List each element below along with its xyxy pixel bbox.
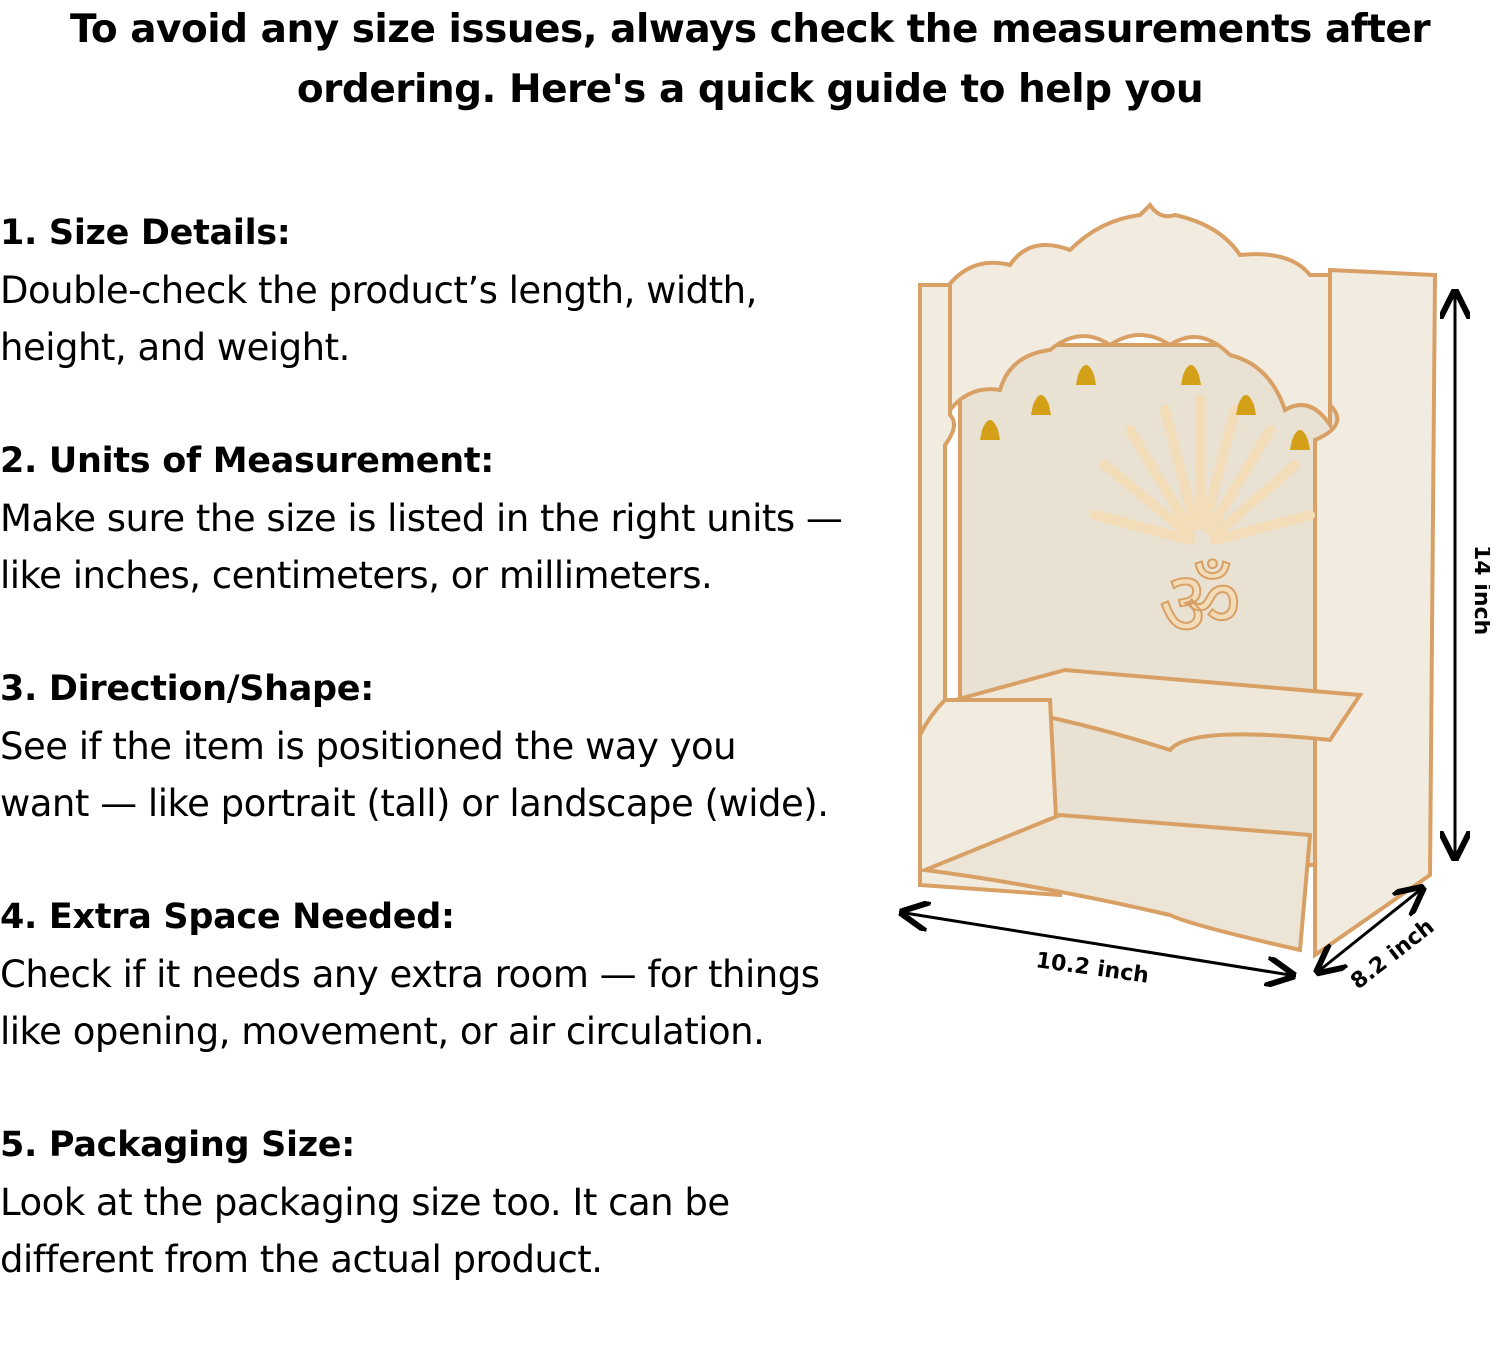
sun-rays xyxy=(1090,395,1315,545)
guide-item-title: 4. Extra Space Needed: xyxy=(0,897,455,937)
guide-item-title: 1. Size Details: xyxy=(0,213,291,253)
guide-item-body: Make sure the size is listed in the righ… xyxy=(0,497,843,597)
width-label: 10.2 inch xyxy=(1034,948,1150,989)
depth-arrow xyxy=(1320,890,1420,970)
guide-item-body: Check if it needs any extra room — for t… xyxy=(0,953,820,1053)
guide-item-size-details: 1. Size Details: Double-check the produc… xyxy=(0,205,905,433)
crown-panel xyxy=(942,201,1332,432)
measurement-guide: 1. Size Details: Double-check the produc… xyxy=(0,205,905,1345)
bell-icon xyxy=(1031,395,1051,415)
bell-icon xyxy=(1076,365,1096,385)
om-symbol-icon: ॐ xyxy=(1159,552,1241,657)
bells xyxy=(980,365,1310,450)
bell-icon xyxy=(1290,430,1310,450)
left-pillar xyxy=(918,283,956,736)
guide-item-body: Double-check the product’s length, width… xyxy=(0,269,757,369)
guide-item-title: 3. Direction/Shape: xyxy=(0,669,374,709)
page-headline: To avoid any size issues, always check t… xyxy=(69,7,1431,112)
guide-item-packaging: 5. Packaging Size: Look at the packaging… xyxy=(0,1117,905,1345)
guide-item-direction: 3. Direction/Shape: See if the item is p… xyxy=(0,661,905,889)
guide-item-units: 2. Units of Measurement: Make sure the s… xyxy=(0,433,905,661)
temple-shelf-illustration: ॐ 14 inch 10.2 inch 8.2 inch xyxy=(890,201,1490,995)
bell-icon xyxy=(1181,365,1201,385)
guide-item-extra-space: 4. Extra Space Needed: Check if it needs… xyxy=(0,889,905,1117)
guide-item-body: Look at the packaging size too. It can b… xyxy=(0,1181,730,1281)
width-arrow xyxy=(905,913,1290,975)
bell-icon xyxy=(980,420,1000,440)
depth-label: 8.2 inch xyxy=(1346,914,1439,994)
product-figure: ॐ 14 inch 10.2 inch 8.2 inch xyxy=(890,195,1490,1015)
guide-item-title: 5. Packaging Size: xyxy=(0,1125,355,1165)
guide-item-body: See if the item is positioned the way yo… xyxy=(0,725,829,825)
right-side-panel xyxy=(1313,267,1438,959)
guide-item-title: 2. Units of Measurement: xyxy=(0,441,494,481)
height-label: 14 inch xyxy=(1469,545,1490,635)
bell-icon xyxy=(1236,395,1256,415)
